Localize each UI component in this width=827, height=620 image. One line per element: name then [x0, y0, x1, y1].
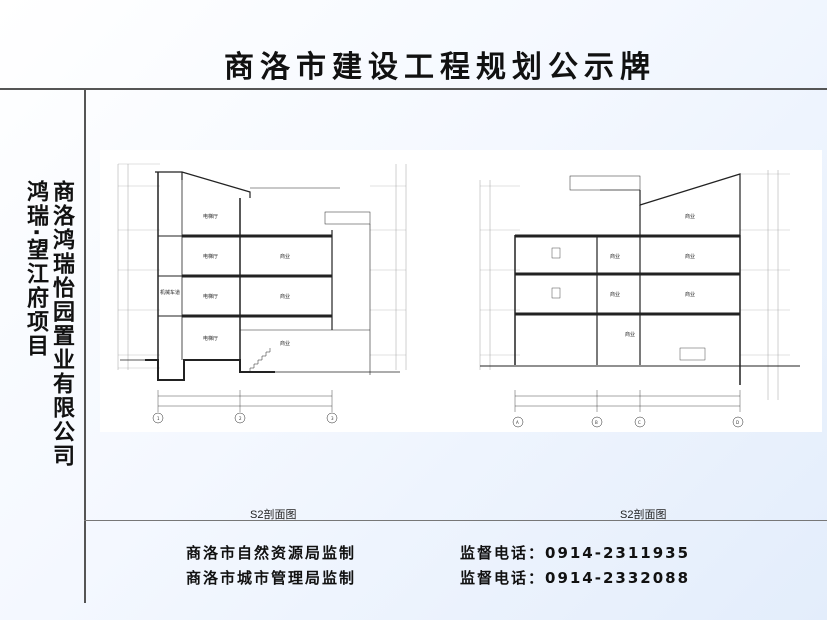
room-label: 机械车道	[160, 289, 180, 296]
section-drawings-panel: 电梯厅 电梯厅 电梯厅 电梯厅 商业 商业 商业 机械车道 1 2 3	[100, 150, 822, 432]
room-label: 电梯厅	[203, 253, 218, 260]
room-label: 商业	[625, 331, 635, 338]
supervision-phone-2: 监督电话：0914-2332088	[460, 569, 691, 587]
axis-label: D	[736, 420, 739, 425]
room-label: 商业	[280, 293, 290, 300]
room-label: 商业	[610, 253, 620, 260]
top-divider	[0, 88, 827, 90]
company-name: 商洛鸿瑞怡园置业有限公司	[49, 180, 74, 468]
section-drawing-1: 电梯厅 电梯厅 电梯厅 电梯厅 商业 商业 商业 机械车道 1 2 3	[117, 163, 407, 424]
room-label: 电梯厅	[203, 213, 218, 220]
room-label: 商业	[685, 253, 695, 260]
axis-label: B	[595, 420, 598, 425]
board-title: 商洛市建设工程规划公示牌	[224, 50, 656, 85]
axis-label: 3	[331, 416, 334, 421]
project-name: 鸿瑞·望江府项目	[23, 180, 48, 359]
room-label: 电梯厅	[203, 293, 218, 300]
section-drawings-svg: 电梯厅 电梯厅 电梯厅 电梯厅 商业 商业 商业 机械车道 1 2 3	[117, 163, 800, 428]
supervisor-natural-resources: 商洛市自然资源局监制	[186, 544, 357, 562]
axis-label: C	[638, 420, 641, 425]
supervision-phone-1: 监督电话：0914-2311935	[460, 544, 691, 562]
axis-label: A	[516, 420, 519, 425]
room-label: 商业	[280, 253, 290, 260]
drawing-caption-2: S2剖面图	[620, 509, 667, 521]
room-label: 商业	[610, 291, 620, 298]
drawing-caption-1: S2剖面图	[250, 509, 297, 521]
supervisor-urban-management: 商洛市城市管理局监制	[186, 569, 357, 587]
axis-label: 1	[157, 416, 160, 421]
section-drawing-2: 商业 商业 商业 商业 商业 商业 A B C D	[479, 170, 800, 428]
axis-label: 2	[239, 416, 242, 421]
room-label: 商业	[280, 340, 290, 347]
room-label: 商业	[685, 291, 695, 298]
footer-divider	[84, 520, 827, 521]
room-label: 电梯厅	[203, 335, 218, 342]
left-divider	[84, 88, 86, 603]
room-label: 商业	[685, 213, 695, 220]
